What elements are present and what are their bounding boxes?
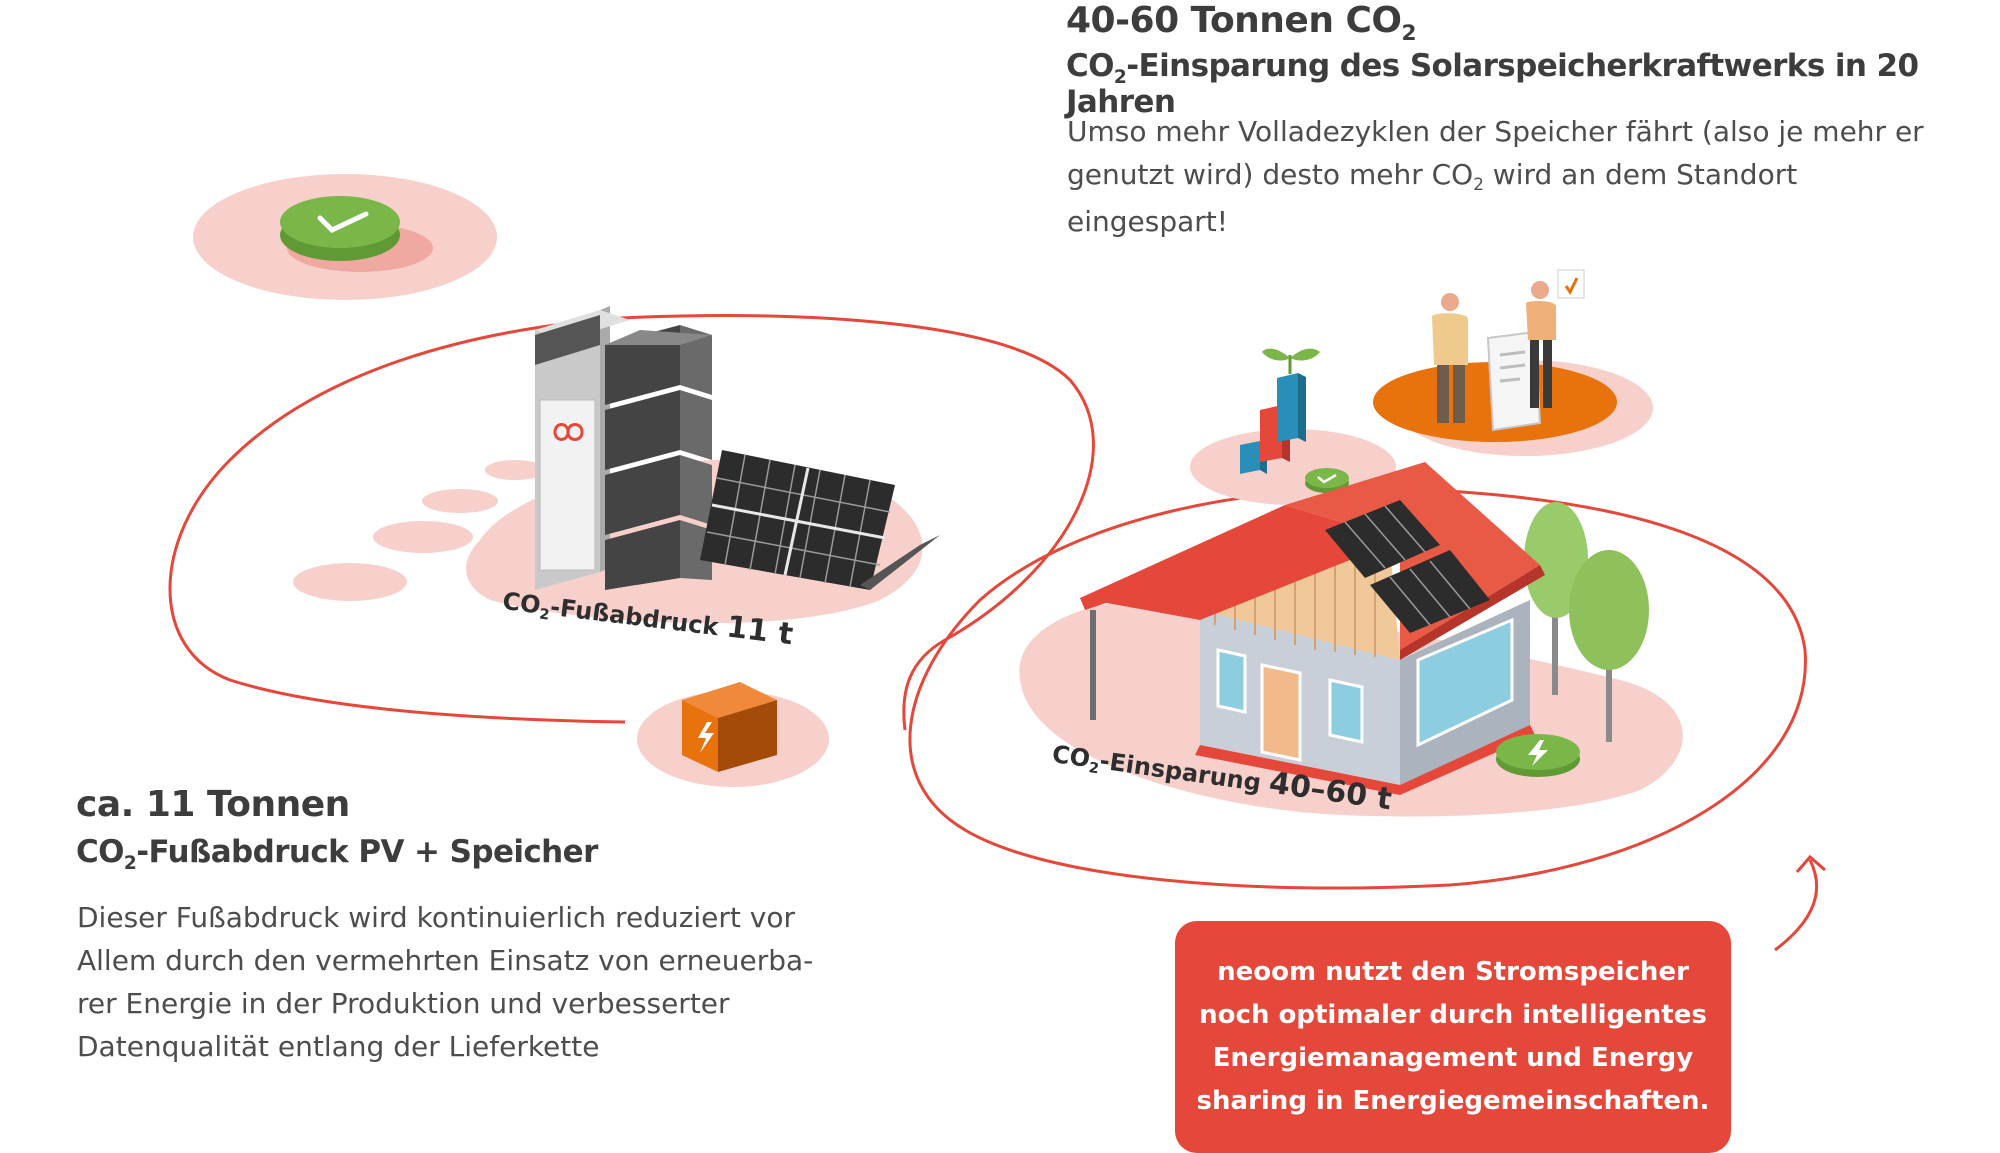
leaf-icon (1262, 348, 1290, 361)
lightning-icon (1528, 740, 1548, 766)
lightning-icon (698, 722, 714, 753)
infinity-logo-icon (553, 423, 584, 441)
footprint-subtitle: CO2-Fußabdruck PV + Speicher (76, 834, 598, 874)
battery-modules (535, 315, 712, 590)
person-avatar (1441, 293, 1459, 311)
people-platform (1373, 269, 1653, 456)
footprint-title: ca. 11 Tonnen (76, 784, 350, 825)
growth-bars (1190, 348, 1396, 505)
house-scene (1019, 462, 1683, 817)
right-loop-line (908, 487, 1807, 890)
storage-area (293, 306, 940, 624)
savings-subtitle: CO2-Einsparung des Solarspeicherkraftwer… (1066, 48, 1919, 120)
savings-description: Umso mehr Volladezyklen der Speicher fäh… (1067, 115, 1924, 238)
footprint-description: Dieser Fußabdruck wird kontinuierlich re… (77, 901, 814, 1063)
neoom-callout: neoom nutzt den Stromspeicher noch optim… (1175, 921, 1731, 1153)
check-badge-topleft (193, 174, 497, 300)
check-icon (317, 211, 369, 234)
solar-panel-left (700, 450, 940, 590)
savings-title: 40-60 Tonnen CO2 (1066, 0, 1417, 46)
check-icon (1317, 473, 1337, 484)
curved-arrow-icon (1774, 854, 1826, 952)
solar-panel-roof (1325, 500, 1440, 578)
orange-cube (637, 682, 829, 787)
